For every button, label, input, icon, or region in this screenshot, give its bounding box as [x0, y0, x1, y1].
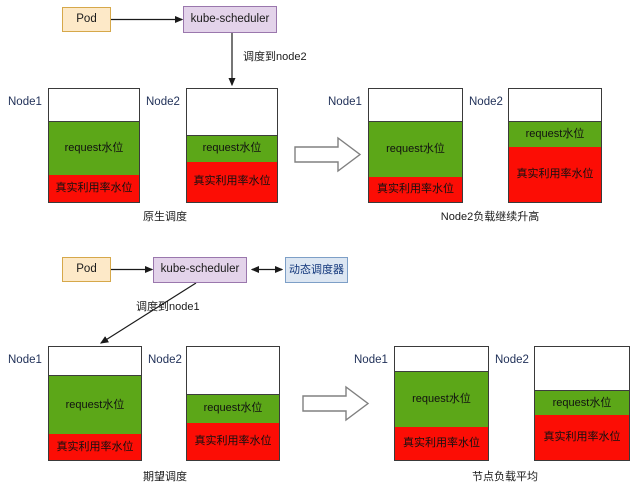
free-segment	[369, 89, 462, 121]
usage-segment: 真实利用率水位	[535, 414, 629, 460]
request-segment: request水位	[535, 390, 629, 415]
node-label-top-after-node1: Node1	[328, 96, 362, 108]
usage-segment: 真实利用率水位	[369, 177, 462, 202]
dynamic-scheduler-label: 动态调度器	[289, 263, 344, 276]
edge-label-schedule-to-node2: 调度到node2	[243, 51, 307, 63]
node-stack-bottom-before-node1: request水位 真实利用率水位	[48, 346, 142, 461]
pod-box-bottom[interactable]: Pod	[62, 257, 111, 282]
free-segment	[187, 89, 277, 136]
caption-top-before: 原生调度	[143, 211, 187, 223]
edge-label-schedule-to-node1: 调度到node1	[136, 301, 200, 313]
request-segment: request水位	[187, 135, 277, 162]
request-segment: request水位	[187, 394, 279, 423]
kube-scheduler-label-top: kube-scheduler	[190, 12, 270, 25]
usage-segment: 真实利用率水位	[187, 161, 277, 202]
block-arrow-top	[294, 136, 362, 173]
request-segment: request水位	[395, 370, 488, 427]
node-stack-top-before-node2: request水位 真实利用率水位	[186, 88, 278, 203]
node-label-bottom-before-node1: Node1	[8, 354, 42, 366]
node-stack-top-after-node2: request水位 真实利用率水位	[508, 88, 602, 203]
node-label-top-before-node2: Node2	[146, 96, 180, 108]
free-segment	[49, 89, 139, 121]
usage-segment: 真实利用率水位	[49, 175, 139, 202]
node-stack-bottom-before-node2: request水位 真实利用率水位	[186, 346, 280, 461]
usage-segment: 真实利用率水位	[509, 147, 601, 202]
request-segment: request水位	[509, 120, 601, 148]
block-arrow-bottom	[302, 385, 370, 422]
dynamic-scheduler-box[interactable]: 动态调度器	[285, 257, 348, 283]
node-label-bottom-after-node1: Node1	[354, 354, 388, 366]
kube-scheduler-label-bottom: kube-scheduler	[160, 263, 240, 276]
request-segment: request水位	[369, 120, 462, 178]
free-segment	[395, 347, 488, 371]
node-stack-top-after-node1: request水位 真实利用率水位	[368, 88, 463, 203]
node-label-top-after-node2: Node2	[469, 96, 503, 108]
node-stack-top-before-node1: request水位 真实利用率水位	[48, 88, 140, 203]
kube-scheduler-box-top[interactable]: kube-scheduler	[183, 6, 277, 33]
usage-segment: 真实利用率水位	[395, 426, 488, 460]
free-segment	[187, 347, 279, 395]
usage-segment: 真实利用率水位	[187, 422, 279, 460]
caption-top-after: Node2负载继续升高	[440, 211, 540, 223]
free-segment	[49, 347, 141, 376]
caption-bottom-after: 节点负载平均	[472, 471, 538, 483]
request-segment: request水位	[49, 375, 141, 435]
free-segment	[535, 347, 629, 391]
pod-label-top: Pod	[76, 12, 97, 25]
node-stack-bottom-after-node2: request水位 真实利用率水位	[534, 346, 630, 461]
pod-label-bottom: Pod	[76, 262, 97, 275]
node-label-bottom-before-node2: Node2	[148, 354, 182, 366]
node-stack-bottom-after-node1: request水位 真实利用率水位	[394, 346, 489, 461]
pod-box-top[interactable]: Pod	[62, 7, 111, 32]
kube-scheduler-box-bottom[interactable]: kube-scheduler	[153, 257, 247, 283]
usage-segment: 真实利用率水位	[49, 434, 141, 460]
caption-bottom-before: 期望调度	[143, 471, 187, 483]
node-label-top-before-node1: Node1	[8, 96, 42, 108]
free-segment	[509, 89, 601, 121]
node-label-bottom-after-node2: Node2	[495, 354, 529, 366]
arrow-scheduler-to-node1-bottom	[99, 282, 197, 344]
request-segment: request水位	[49, 120, 139, 176]
